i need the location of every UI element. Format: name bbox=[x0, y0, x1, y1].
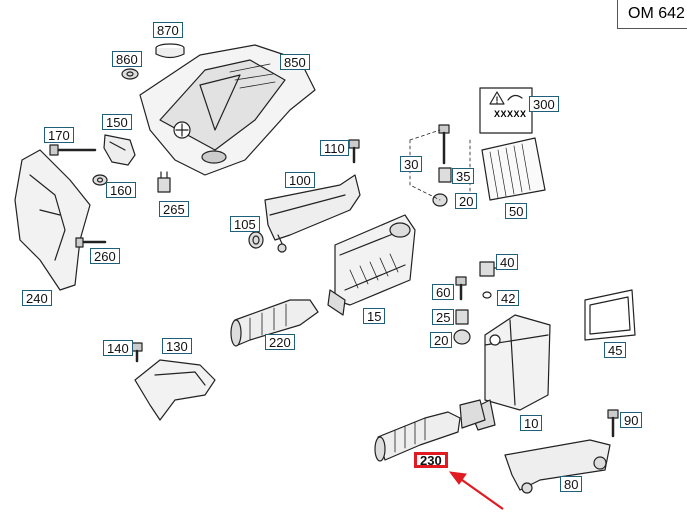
part-label-15[interactable]: 15 bbox=[363, 308, 386, 324]
part-label-140[interactable]: 140 bbox=[103, 340, 133, 356]
part-label-160[interactable]: 160 bbox=[106, 182, 136, 198]
part-220-intake-hose bbox=[230, 299, 319, 347]
part-label-110[interactable]: 110 bbox=[320, 140, 349, 156]
part-15-air-filter-housing bbox=[327, 214, 416, 316]
part-870-cap bbox=[155, 43, 185, 59]
part-label-90[interactable]: 90 bbox=[620, 412, 643, 428]
part-label-60[interactable]: 60 bbox=[432, 284, 455, 300]
part-label-80[interactable]: 80 bbox=[560, 476, 583, 492]
part-label-50[interactable]: 50 bbox=[505, 203, 528, 219]
warning-label-text: XXXXX bbox=[494, 109, 527, 119]
part-860-grommet bbox=[121, 68, 139, 80]
part-label-870[interactable]: 870 bbox=[153, 22, 183, 38]
part-label-20b[interactable]: 20 bbox=[430, 332, 453, 348]
part-30-bolt bbox=[438, 124, 450, 165]
part-label-260[interactable]: 260 bbox=[90, 248, 120, 264]
part-300-warning-label bbox=[479, 87, 533, 134]
part-label-40[interactable]: 40 bbox=[496, 254, 519, 270]
part-170-bolt bbox=[49, 144, 97, 156]
model-code: OM 642 bbox=[628, 5, 685, 22]
part-100-bracket bbox=[264, 174, 361, 253]
part-label-35[interactable]: 35 bbox=[452, 168, 475, 184]
highlight-arrow bbox=[448, 471, 504, 510]
part-label-230[interactable]: 230 bbox=[414, 452, 448, 468]
part-25-spacer bbox=[455, 309, 469, 325]
part-150-bracket bbox=[103, 134, 136, 166]
part-label-300[interactable]: 300 bbox=[529, 96, 559, 112]
model-code-box: OM 642 bbox=[617, 0, 687, 29]
part-label-265[interactable]: 265 bbox=[159, 201, 189, 217]
part-105-grommet bbox=[248, 231, 264, 249]
part-label-150[interactable]: 150 bbox=[102, 114, 132, 130]
part-45-filter-pad bbox=[584, 289, 636, 341]
part-20b-grommet bbox=[453, 329, 471, 345]
part-140-bolt bbox=[131, 342, 143, 363]
part-label-100[interactable]: 100 bbox=[285, 172, 315, 188]
part-label-860[interactable]: 860 bbox=[112, 51, 142, 67]
part-42-o-ring bbox=[482, 291, 492, 299]
part-label-220[interactable]: 220 bbox=[265, 334, 295, 350]
part-230-intake-hose bbox=[374, 399, 486, 462]
part-80-bracket bbox=[504, 439, 611, 494]
part-label-20a[interactable]: 20 bbox=[455, 193, 478, 209]
part-110-bolt bbox=[348, 139, 360, 164]
part-35-spacer bbox=[438, 167, 452, 183]
part-160-grommet bbox=[92, 174, 108, 186]
part-label-30[interactable]: 30 bbox=[400, 156, 423, 172]
part-130-duct bbox=[134, 359, 216, 421]
part-850-engine-cover bbox=[139, 44, 316, 176]
part-label-45[interactable]: 45 bbox=[604, 342, 627, 358]
part-240-shield bbox=[14, 149, 91, 291]
part-label-130[interactable]: 130 bbox=[162, 338, 192, 354]
part-label-170[interactable]: 170 bbox=[44, 127, 74, 143]
part-label-850[interactable]: 850 bbox=[280, 54, 310, 70]
part-label-240[interactable]: 240 bbox=[22, 290, 52, 306]
part-label-25[interactable]: 25 bbox=[432, 309, 455, 325]
part-label-42[interactable]: 42 bbox=[497, 290, 520, 306]
part-90-bolt bbox=[607, 409, 619, 438]
part-label-10[interactable]: 10 bbox=[520, 415, 543, 431]
part-50-filter-element bbox=[481, 137, 546, 201]
part-265-sensor bbox=[157, 171, 171, 193]
part-label-105[interactable]: 105 bbox=[230, 216, 260, 232]
part-60-bolt bbox=[455, 276, 467, 301]
part-260-bolt bbox=[75, 237, 107, 248]
